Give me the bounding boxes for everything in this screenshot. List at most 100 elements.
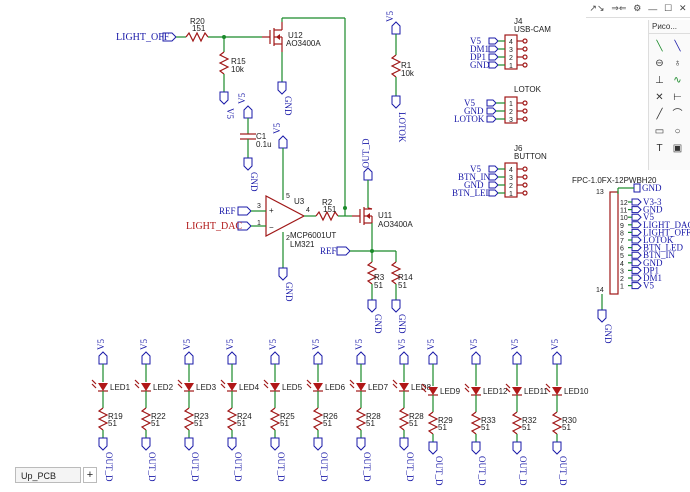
- lotok-value: LOTOK: [514, 85, 542, 94]
- led-symbol[interactable]: [512, 387, 522, 395]
- resistor-symbol[interactable]: [140, 407, 152, 431]
- led-symbol[interactable]: [399, 383, 409, 391]
- u3-pin4: 4: [306, 207, 310, 214]
- j4-pin-number: 2: [509, 55, 513, 62]
- net-flag: [631, 251, 642, 259]
- gnd-label: GND: [397, 314, 407, 334]
- j4-body[interactable]: [504, 34, 518, 70]
- net-flag: [488, 189, 499, 197]
- gear-icon[interactable]: ⚙: [633, 3, 642, 13]
- led-symbol[interactable]: [471, 387, 481, 395]
- net-flag: [631, 236, 642, 244]
- resistor-r15[interactable]: [218, 51, 230, 75]
- collapse-icon[interactable]: ↗↘: [589, 3, 605, 13]
- led-symbol[interactable]: [313, 383, 323, 391]
- j6-pin-number: 4: [509, 167, 513, 174]
- out-d-label: OUT_D: [477, 456, 487, 486]
- v5-label: V5: [237, 93, 247, 104]
- resistor-symbol[interactable]: [511, 411, 523, 435]
- bus-tool-icon[interactable]: ╲: [674, 41, 681, 52]
- net-flag: [631, 266, 642, 274]
- led-ref: LED6: [325, 383, 346, 392]
- resistor-symbol[interactable]: [312, 407, 324, 431]
- text-tool-icon[interactable]: T: [656, 143, 663, 154]
- mosfet-u12[interactable]: [262, 22, 283, 52]
- gnd-label: GND: [249, 172, 259, 192]
- led-symbol[interactable]: [98, 383, 108, 391]
- jumper-tool-icon[interactable]: ⊢: [673, 92, 682, 103]
- resistor-r3[interactable]: [366, 261, 378, 285]
- gnd-flag: [278, 267, 288, 281]
- noconnect-tool-icon[interactable]: ✕: [655, 92, 664, 103]
- resistor-symbol[interactable]: [183, 407, 195, 431]
- resistor-symbol[interactable]: [427, 411, 439, 435]
- j6-value: BUTTON: [514, 152, 547, 161]
- led-symbol[interactable]: [356, 383, 366, 391]
- led-symbol[interactable]: [552, 387, 562, 395]
- close-icon[interactable]: ✕: [678, 3, 687, 13]
- led-ref: LED10: [564, 387, 589, 396]
- circle-tool-icon[interactable]: ○: [674, 126, 681, 137]
- resistor-symbol[interactable]: [355, 407, 367, 431]
- r1-ref: R1: [401, 61, 412, 70]
- j6-body[interactable]: [504, 162, 518, 198]
- add-sheet-button[interactable]: +: [83, 467, 97, 483]
- led-symbol[interactable]: [141, 383, 151, 391]
- swap-icon[interactable]: ⇒⇐: [611, 3, 627, 13]
- fpc-pin-number: 3: [620, 268, 624, 275]
- fpc-body[interactable]: [609, 191, 619, 295]
- resistor-symbol[interactable]: [470, 411, 482, 435]
- resistor-value: 51: [151, 419, 160, 428]
- image-tool-icon[interactable]: ▣: [672, 143, 683, 154]
- netport-tool-icon[interactable]: ⊖: [655, 58, 664, 69]
- led-ref: LED1: [110, 383, 131, 392]
- wire-tool-icon[interactable]: ╲: [656, 41, 663, 52]
- out-d-label: OUT_D: [558, 456, 568, 486]
- light-dac-flag: [237, 221, 252, 231]
- line-tool-icon[interactable]: ╱: [656, 109, 663, 120]
- net-flag: [488, 37, 499, 45]
- opamp-u3[interactable]: [265, 195, 306, 237]
- fpc-net-label: DM1: [643, 273, 662, 283]
- r3-ref: R3: [374, 273, 385, 282]
- resistor-symbol[interactable]: [398, 407, 410, 431]
- minimize-icon[interactable]: —: [648, 3, 658, 14]
- sheet-tab-up-pcb[interactable]: Up_PCB: [15, 467, 81, 483]
- resistor-symbol[interactable]: [269, 407, 281, 431]
- fpc-net-label: LIGHT_DAC: [643, 220, 690, 230]
- rectangle-tool-icon[interactable]: ▭: [654, 126, 665, 137]
- resistor-value: 51: [481, 423, 490, 432]
- fpc-net-label: LOTOK: [643, 235, 674, 245]
- lotok-net-label: GND: [464, 106, 484, 116]
- lotok-body[interactable]: [504, 96, 518, 124]
- resistor-r2[interactable]: [315, 210, 339, 222]
- net-flag: [631, 221, 642, 229]
- resistor-symbol[interactable]: [551, 411, 563, 435]
- u11-ref: U11: [378, 211, 393, 220]
- j6-pin-number: 2: [509, 183, 513, 190]
- resistor-value: 51: [323, 419, 332, 428]
- j4-net-label: GND: [470, 60, 490, 70]
- resistor-r20[interactable]: [185, 31, 209, 43]
- resistor-r14[interactable]: [390, 261, 402, 285]
- maximize-icon[interactable]: ☐: [664, 3, 673, 13]
- led-symbol[interactable]: [428, 387, 438, 395]
- led-ref: LED7: [368, 383, 389, 392]
- out-d-flag: [399, 437, 409, 451]
- resistor-symbol[interactable]: [226, 407, 238, 431]
- netlabel-tool-icon[interactable]: ⊥: [655, 75, 664, 86]
- r3-value: 51: [374, 281, 383, 290]
- netflag-tool-icon[interactable]: ♁: [673, 58, 682, 69]
- led-symbol[interactable]: [227, 383, 237, 391]
- resistor-symbol[interactable]: [97, 407, 109, 431]
- net-flag: [631, 198, 642, 206]
- resistor-r1[interactable]: [390, 54, 402, 78]
- mosfet-u11[interactable]: [352, 207, 373, 225]
- led-symbol[interactable]: [270, 383, 280, 391]
- pin-tool-icon[interactable]: ∿: [673, 75, 682, 86]
- arc-tool-icon[interactable]: ⌒: [672, 109, 683, 120]
- led-symbol[interactable]: [184, 383, 194, 391]
